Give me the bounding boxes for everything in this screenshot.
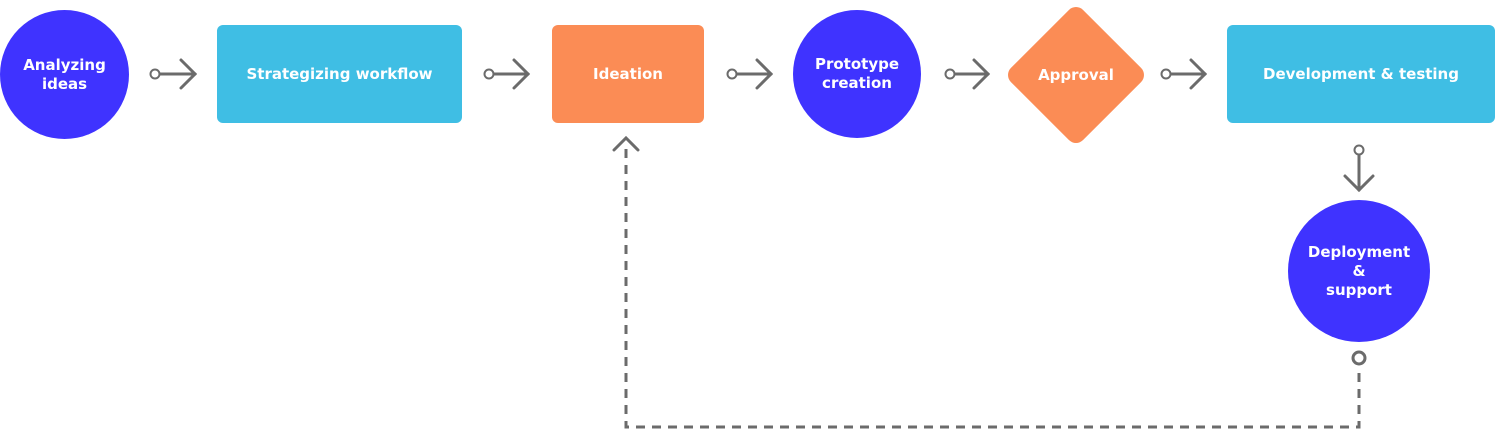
node-deployment-support: Deployment & support bbox=[1288, 200, 1430, 342]
arrow-5 bbox=[1160, 58, 1208, 90]
node-label: Strategizing workflow bbox=[246, 64, 433, 83]
node-ideation: Ideation bbox=[552, 25, 704, 123]
arrow-2 bbox=[483, 58, 531, 90]
node-development-testing: Development & testing bbox=[1227, 25, 1495, 123]
node-label: Development & testing bbox=[1263, 64, 1459, 83]
arrow-3 bbox=[726, 58, 774, 90]
node-analyzing-ideas: Analyzing ideas bbox=[0, 10, 129, 139]
node-approval: Approval bbox=[1004, 3, 1148, 147]
node-label: Approval bbox=[1038, 65, 1114, 84]
node-label: Deployment & support bbox=[1307, 242, 1411, 299]
arrow-4 bbox=[944, 58, 991, 90]
node-label: Prototype creation bbox=[814, 55, 900, 92]
arrow-6 bbox=[1343, 144, 1375, 193]
node-strategizing-workflow: Strategizing workflow bbox=[217, 25, 462, 123]
node-label: Analyzing ideas bbox=[23, 55, 106, 93]
feedback-loop-arrow bbox=[612, 135, 1367, 429]
node-label: Ideation bbox=[593, 64, 663, 83]
node-prototype-creation: Prototype creation bbox=[793, 10, 921, 138]
arrow-1 bbox=[149, 58, 198, 90]
